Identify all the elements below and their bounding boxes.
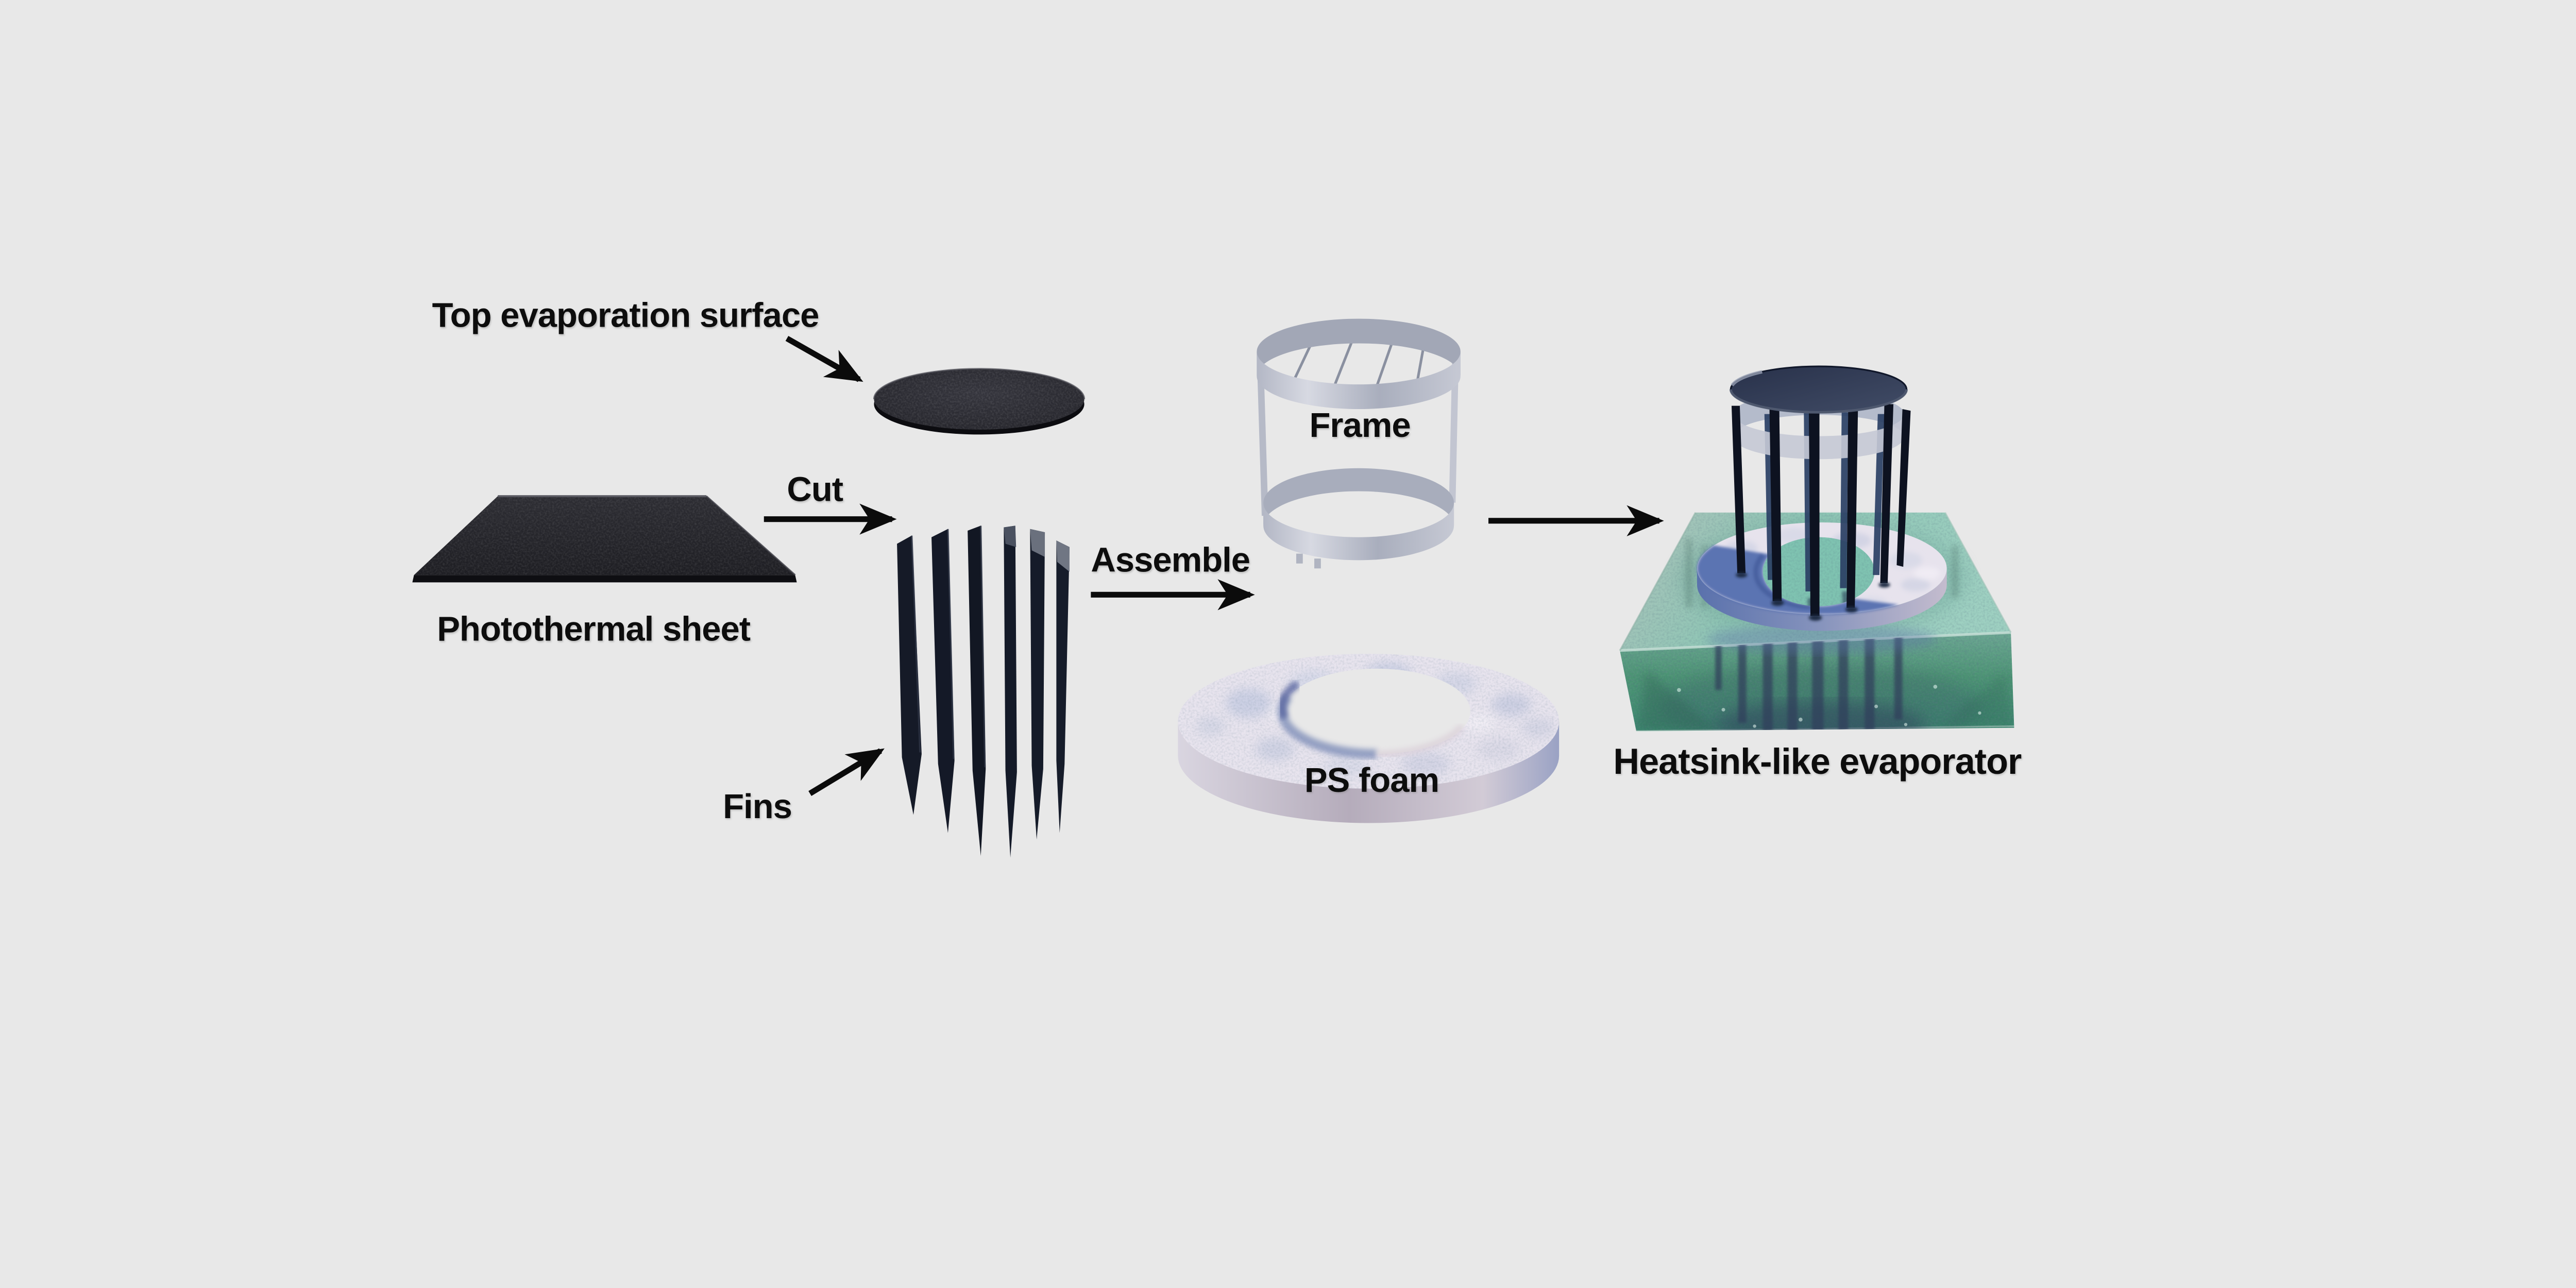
fin-blade [1004,526,1017,858]
label-heatsink-evaporator: Heatsink-like evaporator [1613,741,2022,782]
heatsink-evaporator [1619,365,2014,732]
water-reflections [1636,632,2014,732]
label-frame: Frame [1309,407,1411,446]
ps-foam-ring [1178,654,1560,823]
label-photothermal-sheet: Photothermal sheet [437,611,751,649]
cage-top-disc [1729,365,1908,414]
label-ps-foam: PS foam [1304,762,1439,800]
cage-front-fins [1731,401,1911,616]
photothermal-sheet [412,495,797,583]
arrows [764,336,1664,796]
frame-cylinder [1257,318,1461,569]
label-cut: Cut [787,471,843,510]
fin-stack [897,526,1070,858]
fin-blade [1030,529,1045,840]
top-surface-pointer-arrow [785,336,863,382]
label-top-evaporation-surface: Top evaporation surface [432,297,820,335]
label-assemble: Assemble [1091,542,1250,580]
fin-blade [931,529,955,833]
fin-blade [968,526,986,856]
top-evaporation-disc [873,368,1086,435]
label-fins: Fins [723,788,792,826]
fin-blade [1056,540,1070,833]
fin-blade [897,535,922,815]
fins-pointer-arrow [808,748,885,796]
